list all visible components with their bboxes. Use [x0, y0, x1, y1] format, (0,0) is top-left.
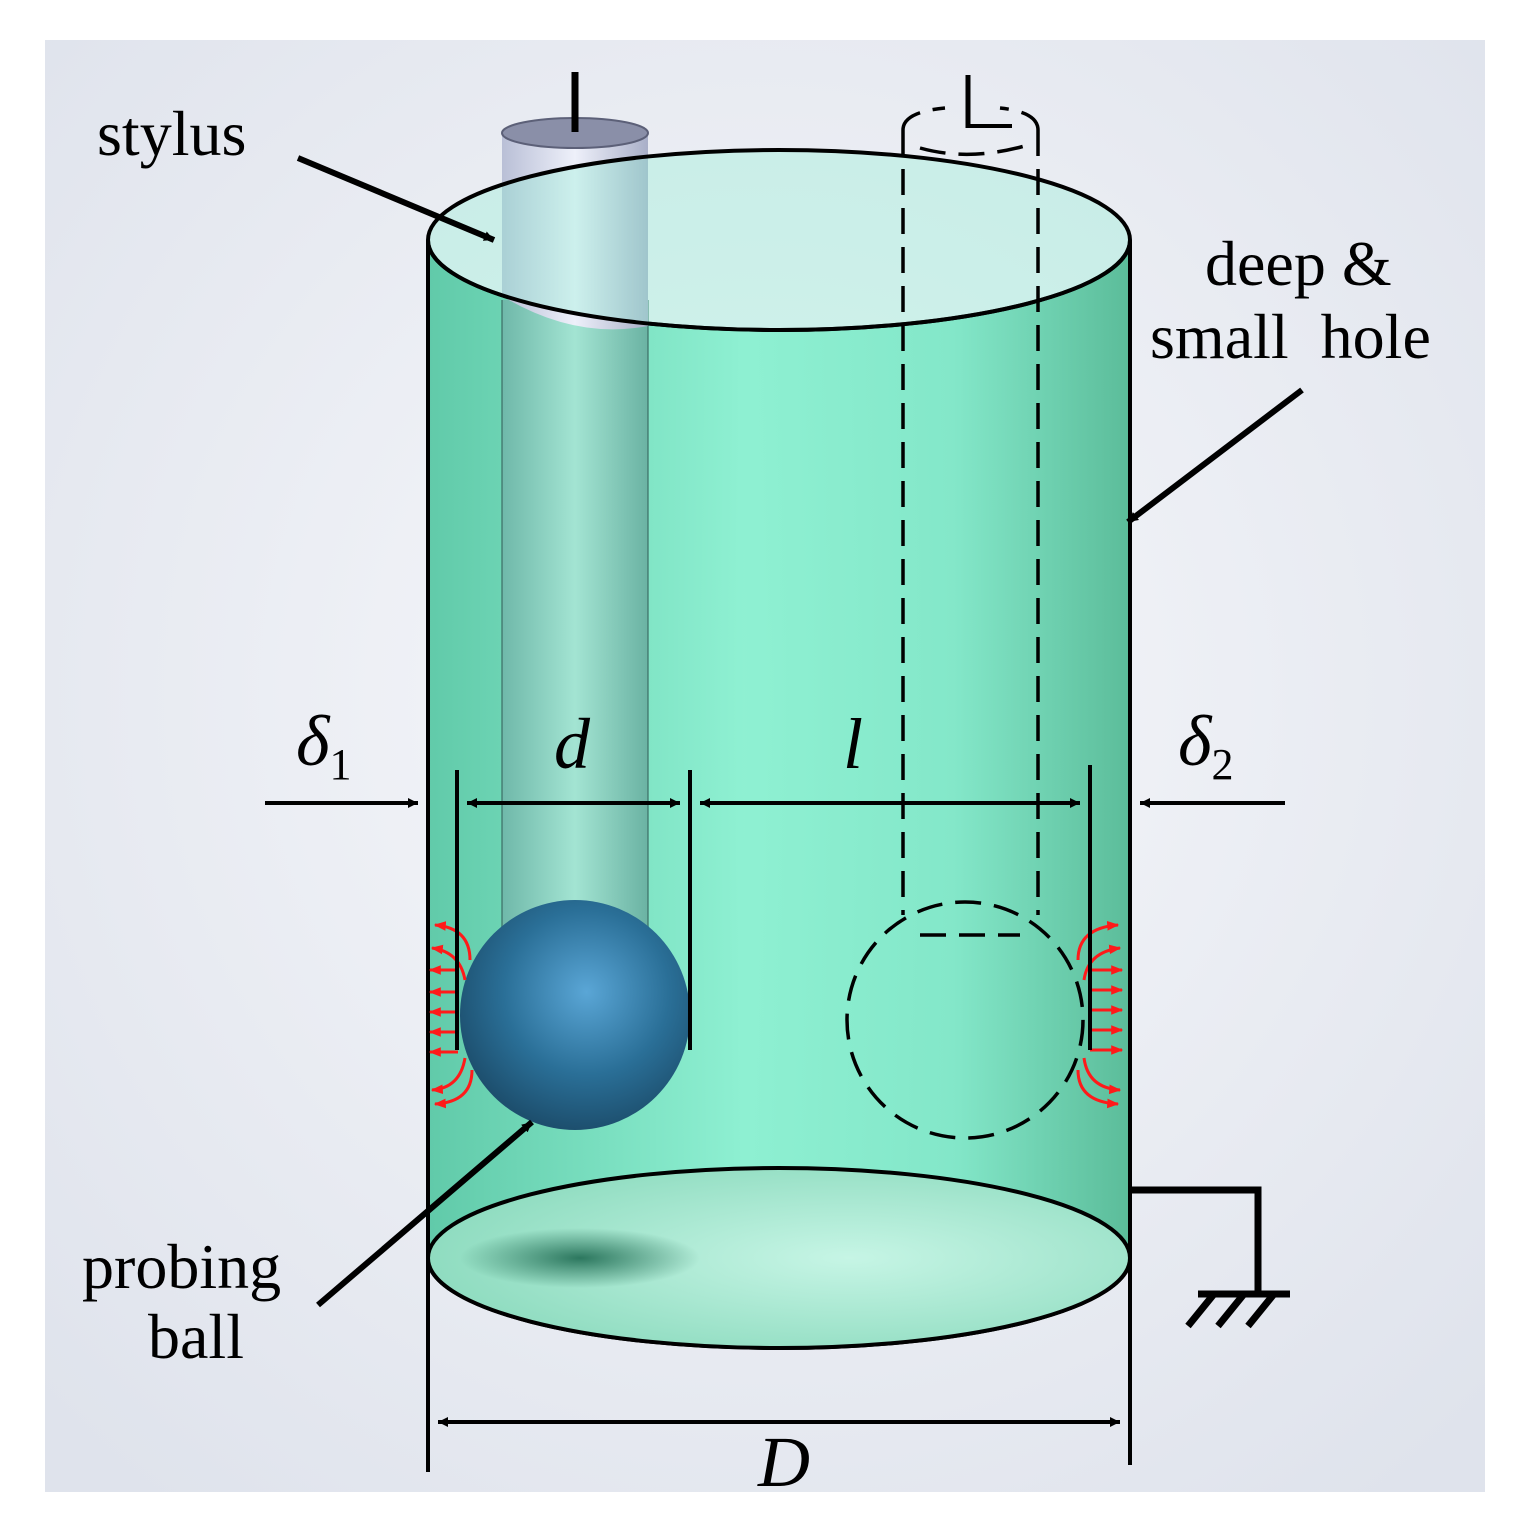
stylus-rod: [501, 72, 649, 950]
probing-ball: [460, 900, 690, 1130]
hole-label-line1: deep &: [1205, 228, 1392, 299]
cylinder-top-ellipse: [426, 148, 1132, 332]
ground-symbol-icon: [1130, 1186, 1290, 1329]
cylinder-bottom-ellipse: [426, 1166, 1132, 1350]
alternate-probe-position: [845, 106, 1085, 1140]
ball-leader-arrow: [316, 1119, 534, 1308]
delta2-symbol: δ2: [1178, 701, 1233, 789]
ball-diameter-symbol: d: [554, 704, 591, 784]
stylus-rod-outside: [502, 133, 648, 330]
ball-label-line2: ball: [148, 1301, 244, 1372]
ball-label-line1: probing: [82, 1231, 281, 1302]
hole-diameter-symbol: D: [757, 1422, 810, 1502]
dimension-lines: [265, 765, 1285, 1472]
probe-shadow: [460, 1228, 700, 1288]
stylus-label: stylus: [97, 98, 246, 169]
hole-leader-arrow: [1126, 387, 1304, 525]
stylus-leader-arrow: [296, 155, 496, 243]
field-arrow-icon: [428, 921, 474, 1109]
delta1-symbol: δ1: [296, 701, 351, 789]
hole-label-line2: small hole: [1150, 301, 1431, 372]
stylus-rod-inside: [502, 300, 648, 950]
distance-symbol: l: [843, 704, 863, 784]
